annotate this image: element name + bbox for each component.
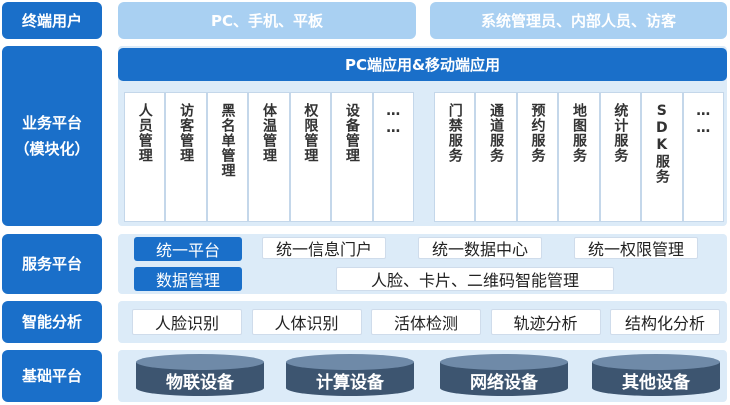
module-visitor: 访客管理 [165,92,207,222]
layer-service-platform: 服务平台 [2,234,102,294]
terminal-roles-box: 系统管理员、内部人员、访客 [430,2,727,39]
service-access-control: 门禁服务 [434,92,476,222]
smart-management-chip: 人脸、卡片、二维码智能管理 [336,267,614,291]
unified-data-center-chip: 统一数据中心 [418,237,542,259]
analysis-row: 人脸识别 人体识别 活体检测 轨迹分析 结构化分析 [132,309,720,335]
data-management-chip: 数据管理 [134,267,242,291]
unified-permission-chip: 统一权限管理 [574,237,698,259]
device-cylinders: 物联设备 计算设备 网络设备 其他设备 [136,354,720,396]
module-more-right: …… [682,92,724,222]
cylinder-iot: 物联设备 [136,354,264,396]
layer-business-platform: 业务平台 （模块化） [2,46,102,226]
cylinder-network: 网络设备 [440,354,568,396]
module-blacklist: 黑名单管理 [206,92,249,222]
unified-portal-chip: 统一信息门户 [262,237,386,259]
device-label-iot: 物联设备 [166,372,235,393]
app-bar: PC端应用&移动端应用 [118,48,727,81]
device-label-other: 其他设备 [622,372,691,393]
module-more-left: …… [372,92,414,222]
analysis-face-recognition: 人脸识别 [132,309,242,335]
layer-base-platform: 基础平台 [2,350,102,402]
device-label-compute: 计算设备 [316,372,385,393]
service-channel: 通道服务 [475,92,517,222]
service-booking: 预约服务 [516,92,559,222]
cylinder-other: 其他设备 [592,354,720,396]
unified-platform-chip: 统一平台 [134,237,242,261]
module-temperature: 体温管理 [248,92,290,222]
device-label-network: 网络设备 [470,372,539,393]
module-group-right: 门禁服务 通道服务 预约服务 地图服务 统计服务 SDK服务 …… [434,92,724,222]
module-group-left: 人员管理 访客管理 黑名单管理 体温管理 权限管理 设备管理 …… [124,92,414,222]
module-permission: 权限管理 [289,92,332,222]
analysis-body-recognition: 人体识别 [251,309,362,335]
module-personnel: 人员管理 [124,92,166,222]
module-device: 设备管理 [331,92,373,222]
cylinder-compute: 计算设备 [286,354,414,396]
layer-smart-analysis: 智能分析 [2,301,102,343]
analysis-trajectory: 轨迹分析 [490,309,601,335]
terminal-devices-box: PC、手机、平板 [118,2,416,39]
service-map: 地图服务 [558,92,600,222]
analysis-liveness-detection: 活体检测 [371,309,481,335]
layer-terminal-users: 终端用户 [2,2,102,39]
analysis-structured: 结构化分析 [610,309,720,335]
service-sdk: SDK服务 [641,92,683,222]
service-statistics: 统计服务 [599,92,642,222]
